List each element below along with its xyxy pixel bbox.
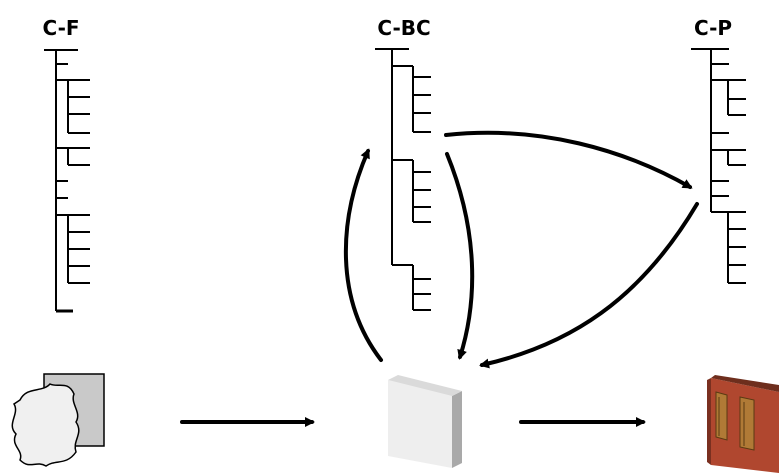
tree-title-c-bc: C-BC [377,16,431,40]
tree-title-c-p: C-P [693,16,733,40]
arrow-wall-to-c-bc [343,148,383,362]
tree-c-bc [375,48,431,311]
tree-c-f [44,49,90,313]
brick-wall-with-openings-icon [707,375,779,473]
tree-title-c-f: C-F [42,16,80,40]
arrow-c-bc-to-wall [445,152,475,360]
rough-sketch-icon [11,373,105,467]
arrow-c-bc-to-c-p [444,130,693,189]
arrow-c-p-to-wall [479,202,699,369]
plain-wall-block-icon [388,375,462,468]
tree-c-p [691,48,746,284]
